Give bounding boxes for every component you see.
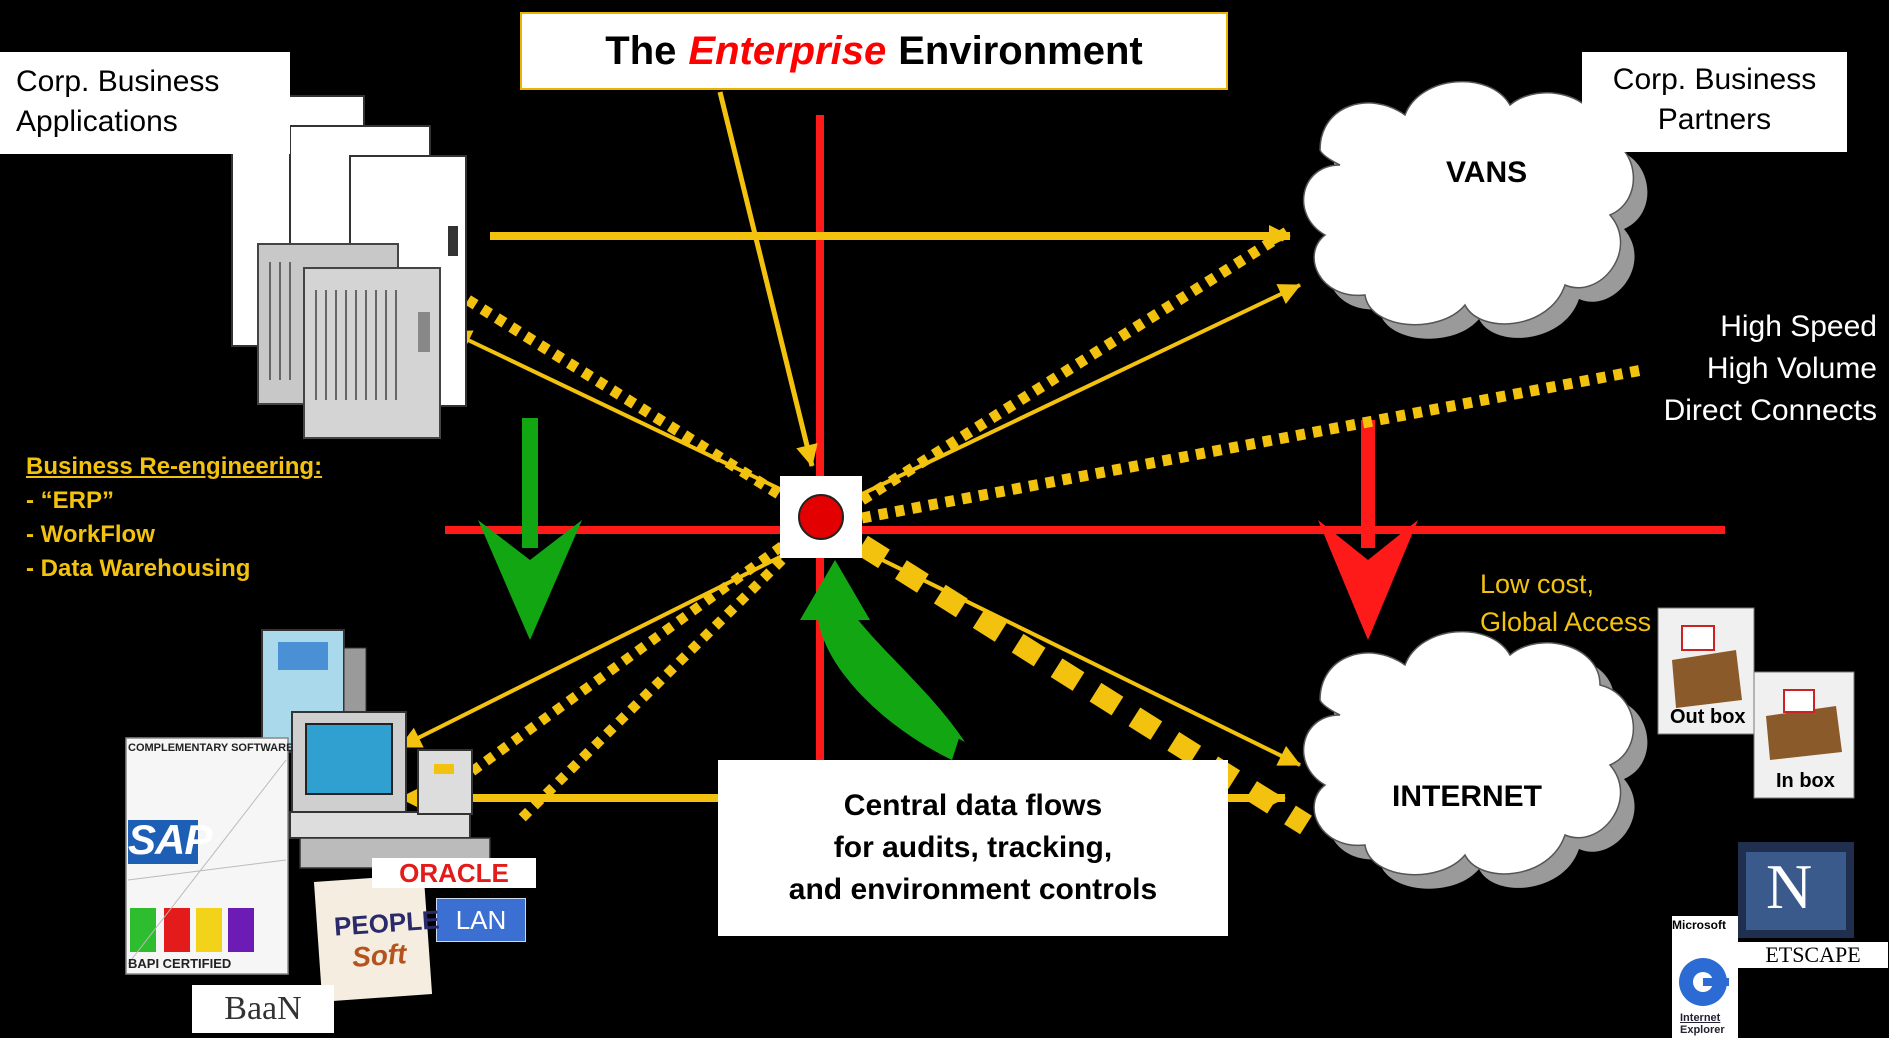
internet-cloud (1302, 630, 1648, 889)
netscape-icon (1738, 842, 1854, 938)
peoplesoft-text-2: Soft (350, 938, 408, 973)
internet-label: INTERNET (1392, 780, 1542, 813)
bapi-certified-text: BAPI CERTIFIED (128, 956, 232, 971)
corp-partners-label: Corp. Business Partners (1582, 52, 1847, 152)
low-cost-line1: Low cost, (1480, 569, 1595, 599)
ie-text-1: Internet (1680, 1012, 1721, 1024)
inbox-icon (1753, 671, 1855, 799)
netscape-text: ETSCAPE (1738, 942, 1888, 968)
low-cost-text: Low cost, Global Access (1480, 565, 1651, 641)
central-data-flows-box: Central data flows for audits, tracking,… (718, 760, 1228, 936)
ie-text-2: Explorer (1680, 1024, 1725, 1036)
green-down-arrow (478, 418, 582, 640)
sap-logo-box (125, 737, 289, 975)
complementary-software-text: COMPLEMENTARY SOFTWARE (128, 742, 294, 754)
inbox-label: In box (1776, 770, 1835, 792)
corp-partners-line1: Corp. Business (1612, 63, 1817, 96)
business-reengineering-item: - Data Warehousing (26, 555, 251, 582)
central-hub (780, 476, 862, 558)
high-speed-line2: High Volume (1706, 352, 1877, 385)
business-reengineering-item: - WorkFlow (26, 521, 155, 548)
outbox-label: Out box (1670, 706, 1746, 728)
business-reengineering-heading: Business Re-engineering: (26, 453, 323, 480)
title-box: The Enterprise Environment (520, 12, 1228, 90)
computer-icon (261, 629, 491, 869)
outbox-icon (1657, 607, 1755, 735)
microsoft-text: Microsoft (1672, 918, 1726, 932)
oracle-logo: ORACLE (372, 858, 536, 888)
peoplesoft-logo (313, 874, 433, 1002)
high-speed-line1: High Speed (1720, 310, 1877, 343)
green-curved-arrow (800, 560, 965, 760)
ie-icon (1672, 916, 1738, 1038)
dotted-flow-lines (427, 225, 1644, 835)
lan-box: LAN (436, 898, 526, 942)
business-reengineering: Business Re-engineering: - “ERP” - WorkF… (26, 450, 322, 586)
netscape-n: N (1766, 851, 1813, 922)
corp-apps-line1: Corp. Business (16, 65, 220, 98)
sap-text: SAP (128, 816, 212, 863)
corp-apps-label: Corp. Business Applications (0, 52, 290, 154)
business-reengineering-item: - “ERP” (26, 487, 115, 514)
title-prefix: The (605, 28, 677, 73)
central-line2: for audits, tracking, (833, 831, 1113, 864)
red-down-arrow (1318, 420, 1418, 640)
vans-label: VANS (1446, 156, 1528, 189)
central-line3: and environment controls (788, 873, 1158, 906)
title-emphasis: Enterprise (688, 28, 887, 73)
vans-cloud (1302, 80, 1648, 339)
high-speed-text: High Speed High Volume Direct Connects (1664, 306, 1877, 432)
central-line1: Central data flows (843, 789, 1103, 822)
title-suffix: Environment (898, 28, 1143, 73)
low-cost-line2: Global Access (1480, 607, 1652, 637)
high-speed-line3: Direct Connects (1663, 394, 1877, 427)
corp-partners-line2: Partners (1657, 103, 1772, 136)
corp-apps-line2: Applications (16, 105, 178, 138)
baan-logo: BaaN (192, 985, 334, 1033)
